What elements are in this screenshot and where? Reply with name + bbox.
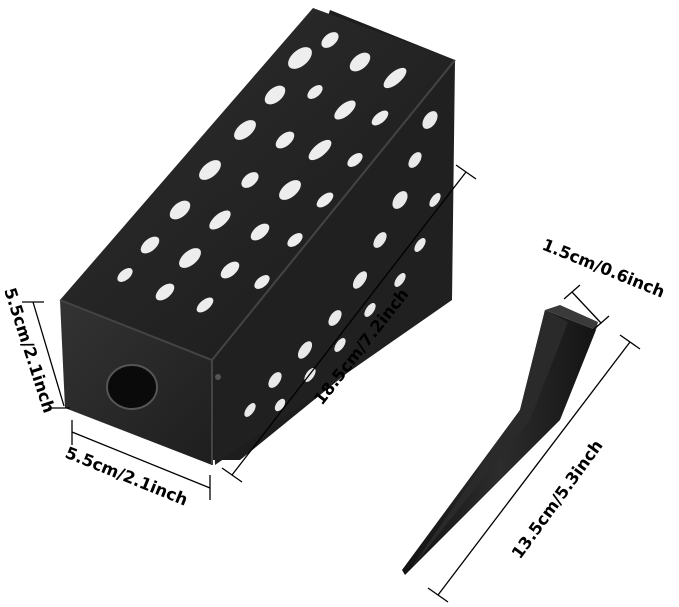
stake-top: [545, 305, 598, 330]
pebble-cutout-pattern-top: [117, 32, 407, 313]
dim-tick: [455, 164, 477, 180]
dim-line-stake-width: [571, 291, 602, 324]
label-box-height: 5.5cm/2.1inch: [0, 285, 58, 415]
screw: [215, 374, 221, 380]
ground-stake: [402, 305, 598, 575]
label-stake-width: 1.5cm/0.6inch: [540, 235, 668, 301]
box-top-face: [60, 8, 455, 360]
dim-line-box-width: [71, 431, 211, 489]
dim-tick: [221, 467, 243, 483]
label-box-width: 5.5cm/2.1inch: [63, 443, 191, 509]
dim-tick: [563, 284, 581, 300]
dim-line-box-height: [32, 301, 65, 407]
lantern-box: [59, 8, 456, 465]
dim-line-box-length: [231, 171, 467, 476]
dim-tick: [427, 587, 449, 603]
stake-socket-hole: [106, 364, 158, 410]
dim-line-stake-length: [437, 341, 631, 596]
dim-tick: [619, 334, 641, 350]
dim-tick: [592, 315, 610, 331]
dimension-lines: [22, 164, 641, 603]
pebble-cutout-pattern-side: [244, 111, 441, 417]
box-right-face: [212, 60, 455, 465]
stake-fin: [410, 310, 568, 570]
